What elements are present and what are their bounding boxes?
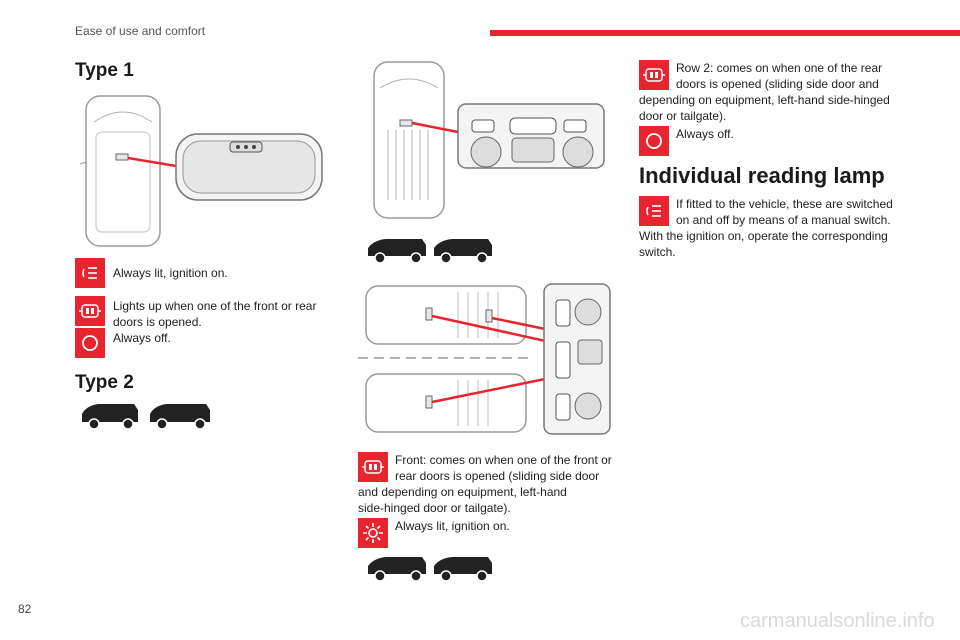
door-lamp-text-line1: Lights up when one of the front or rear (113, 299, 317, 313)
header-accent-bar (490, 30, 960, 36)
front-text-line2: rear doors is opened (sliding side door (395, 469, 600, 483)
reading-lamp-icon (639, 196, 669, 226)
type1-heading: Type 1 (75, 60, 134, 81)
reading-lamp-heading: Individual reading lamp (639, 163, 885, 188)
section-title: Ease of use and comfort (75, 24, 206, 38)
front-door-lamp-icon (358, 452, 388, 482)
lamp-off-icon-col3 (639, 126, 669, 156)
row2-text-line4: door or tailgate). (639, 109, 727, 123)
type2-roof-illustration (373, 61, 605, 219)
reading-text-line4: switch. (639, 245, 676, 259)
always-lit-text: Always lit, ignition on. (113, 266, 228, 280)
type2-vehicle-icons (82, 404, 210, 430)
front-text-line4: side-hinged door or tailgate). (358, 501, 511, 515)
watermark-text: carmanualsonline.info (740, 610, 935, 632)
row2-text-line3: depending on equipment, left-hand side-h… (639, 93, 890, 107)
page-number: 82 (18, 602, 32, 616)
vehicle-icons-row-b (368, 557, 492, 582)
type2-long-roof-illustration (358, 283, 611, 435)
reading-text-line3: With the ignition on, operate the corres… (639, 229, 888, 243)
reading-text-line2: on and off by means of a manual switch. (676, 213, 891, 227)
door-lamp-text-line2: doors is opened. (113, 315, 202, 329)
always-off-text: Always off. (113, 331, 171, 345)
type1-roof-illustration (80, 95, 323, 247)
reading-text-line1: If fitted to the vehicle, these are swit… (676, 197, 893, 211)
front-text-line3: and depending on equipment, left-hand (358, 485, 567, 499)
row2-text-line2: doors is opened (sliding side door and (676, 77, 879, 91)
door-lamp-icon (75, 296, 105, 326)
always-off-text-col3: Always off. (676, 127, 734, 141)
always-lit-text-col2: Always lit, ignition on. (395, 519, 510, 533)
row2-text-line1: Row 2: comes on when one of the rear (676, 61, 883, 75)
lamp-off-icon (75, 328, 105, 358)
rear-door-lamp-icon (639, 60, 669, 90)
front-text-line1: Front: comes on when one of the front or (395, 453, 612, 467)
vehicle-icons-row-a (368, 239, 492, 264)
type2-heading: Type 2 (75, 372, 134, 393)
sun-lamp-icon (358, 518, 388, 548)
courtesy-lamp-on-icon (75, 258, 105, 288)
